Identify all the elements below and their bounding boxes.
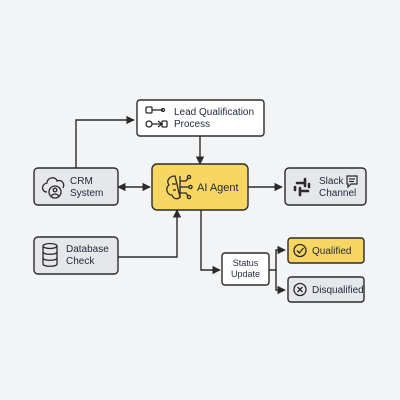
connector-status-to-disqualified [275, 270, 286, 295]
node-qualified[interactable]: Qualified [287, 237, 365, 264]
node-slack-channel[interactable]: Slack Channel [284, 167, 367, 206]
status-label-line1: Status [233, 258, 259, 268]
connector-agent-to-status [200, 210, 221, 275]
node-database-check[interactable]: Database Check [33, 236, 119, 275]
database-label-line1: Database [66, 244, 109, 255]
node-ai-agent[interactable]: AI Agent [151, 163, 249, 211]
slack-label-line2: Channel [319, 188, 356, 199]
check-circle-icon [293, 243, 307, 258]
connector-crm-to-lead [75, 115, 135, 168]
slack-icon [293, 177, 311, 197]
database-icon [42, 242, 58, 267]
crm-label-line2: System [70, 188, 103, 199]
node-crm-system[interactable]: CRM System [33, 167, 119, 206]
database-label-line2: Check [66, 256, 95, 267]
node-status-update[interactable]: Status Update [221, 252, 270, 286]
connector-db-to-agent [118, 209, 182, 258]
lead-process-label-line2: Process [174, 119, 210, 130]
cloud-user-icon [41, 177, 65, 199]
ai-agent-label: AI Agent [197, 182, 239, 194]
node-lead-process[interactable]: Lead Qualification Process [136, 99, 265, 137]
connector-status-to-qualified [269, 245, 286, 271]
qualified-label: Qualified [312, 246, 351, 257]
brain-circuit-icon [166, 174, 193, 200]
slack-label-line1: Slack [319, 176, 344, 187]
status-label-line2: Update [231, 269, 260, 279]
disqualified-label: Disqualified [312, 285, 364, 296]
lead-process-label-line1: Lead Qualification [174, 107, 254, 118]
x-circle-icon [293, 282, 307, 297]
workflow-icon [145, 106, 168, 128]
message-icon [346, 175, 358, 189]
connectors [75, 115, 286, 295]
crm-label-line1: CRM [70, 176, 93, 187]
node-disqualified[interactable]: Disqualified [287, 276, 365, 303]
